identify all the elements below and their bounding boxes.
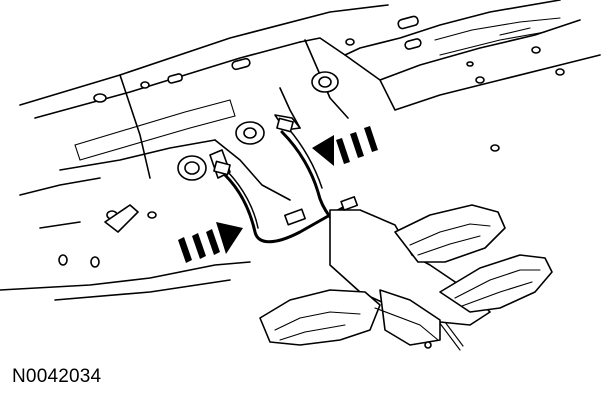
floor-panel bbox=[0, 0, 601, 301]
arrow-right-dashed-icon bbox=[178, 222, 243, 263]
cable-clips bbox=[213, 117, 359, 226]
arrow-left-dashed-icon bbox=[312, 126, 378, 166]
mounting-studs bbox=[177, 71, 339, 181]
figure-id-label: N0042034 bbox=[12, 366, 102, 387]
pedal-assembly bbox=[259, 204, 553, 349]
